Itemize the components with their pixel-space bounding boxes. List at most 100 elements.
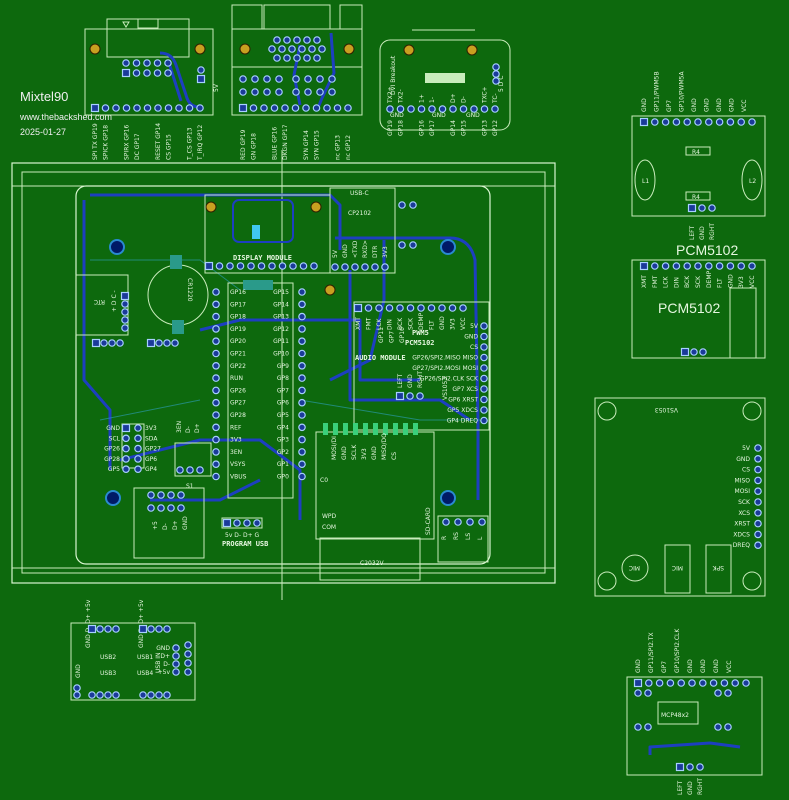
i2c-left-pad [122, 444, 130, 453]
pwm-out-label: GND [699, 226, 706, 240]
spi-connector-pad [132, 59, 141, 67]
screw-hole-icon [194, 43, 206, 55]
sd-contact [343, 423, 348, 435]
pcm-header-pad [639, 261, 649, 271]
dvi-header-pad [491, 105, 499, 113]
audio-pin-label: DIN [387, 319, 394, 330]
vga-resistor-pad [292, 88, 300, 96]
mcp-header-pad [655, 679, 664, 687]
i2c-right-pad [134, 424, 142, 432]
jack-pin-label: L [477, 536, 484, 540]
pcm-header-pad [748, 262, 756, 270]
vs-header-label: GND [464, 334, 478, 341]
i2c-right-label: SDA [145, 435, 158, 442]
pico-left-label: 3EN [230, 449, 242, 456]
inductor-l2: L2 [749, 178, 756, 185]
resistor-pad [398, 201, 406, 209]
pico-right-pin-pad [298, 349, 306, 358]
mcp-pad-pad [634, 723, 642, 731]
usb-in-pad-pad [172, 668, 180, 676]
usb-hub-module: USB2 USB1 USB3 USB4 USB IN GND D- D+ +5v… [70, 599, 196, 701]
sd-contact [333, 423, 338, 435]
cp2102-pin-label: 5V [332, 249, 339, 258]
mcp-header-pad [742, 679, 750, 687]
pcm-header-pad [737, 262, 746, 270]
pico-right-label: GP5 [277, 412, 289, 419]
dvi-top-pin: D+ [450, 93, 457, 103]
spi-pin-label: RESET GP14 [155, 123, 162, 160]
display-header-pad [236, 262, 245, 270]
vga-connector-pad [313, 54, 321, 62]
pcm5102-title: PCM5102 [676, 242, 738, 258]
sd-pin-label: MISO/DO [381, 433, 388, 460]
i2c-left-label: GP5 [108, 466, 120, 473]
sd-contact [323, 423, 328, 435]
vga-header-pad [260, 104, 268, 112]
mcp-pin-label: GP10/SPI2.CLK [674, 628, 681, 673]
dvi-top-pin: TX2+ [387, 86, 394, 104]
i2c-right-label: 3V3 [145, 425, 157, 432]
dvi-side-pad [492, 70, 500, 78]
prog-usb-pad-pad [233, 519, 241, 527]
usb-hub-pad-pad [184, 659, 192, 667]
vga-resistor-pad [239, 88, 247, 96]
mcp-header-pad [677, 679, 686, 687]
usb-a-pin-label: D- [162, 523, 169, 530]
pico-right-pin-pad [298, 435, 306, 444]
pcm-header-pad [650, 262, 659, 270]
sd-contact [413, 423, 418, 435]
display-header-pad [289, 262, 297, 270]
usb-in-pin-label: GND [156, 645, 170, 652]
mcp-pad-pad [724, 723, 732, 731]
dvi-bottom-label: GP19 [387, 120, 394, 136]
battery2-label: C2032V [360, 560, 384, 567]
pico-right-label: GP6 [277, 400, 289, 407]
mcp-chip-label: MCP48x2 [661, 712, 689, 719]
usb4-pad-pad [163, 691, 171, 699]
dvi-bottom-label: GP16 [419, 120, 426, 136]
dvi-header-pad [459, 105, 468, 113]
vs1053-pin-pad [754, 508, 762, 517]
i2c-left-label: GP26 [104, 446, 120, 453]
usb-in-pin-label: +5v [158, 669, 171, 676]
spi-pin-label: T_CS GP13 [187, 127, 194, 161]
vs1053-pin-label: CS [742, 467, 750, 474]
audio-sub-label: GP11 [378, 327, 385, 343]
audio-pin-label: XMT [355, 317, 362, 330]
dvi-header-pad [449, 105, 457, 113]
vga-connector-pad [293, 54, 301, 62]
spi-pin-label: SPI TX GP19 [92, 123, 99, 160]
audio-pin-label: LCK [376, 317, 383, 330]
mcp-out-label: LEFT [677, 781, 684, 795]
dvi-gnd-3: GND [466, 112, 480, 119]
mcp-pin-label: GP11/SPI2.TX [648, 632, 655, 673]
cp2102-header-pad [371, 263, 379, 271]
vga-resistor-pad [316, 75, 324, 83]
rtc-header-pad [121, 300, 129, 308]
pcm5102-module: PCM5102 PCM5102 [631, 242, 766, 359]
pico-right-label: GP10 [273, 351, 289, 358]
display-header-pad [215, 262, 224, 270]
sd-pin-label: GND [371, 446, 378, 460]
pwm-pin-label: VCC [741, 100, 748, 112]
out-header-pad [406, 392, 414, 400]
vs1053-pin-label: MOSI [735, 488, 751, 495]
dvi-header-pad [396, 105, 405, 113]
mcp-pin-label: VCC [726, 661, 733, 673]
pcm-pin-label: SCK [695, 275, 702, 288]
pcm5102-small-label: PCM5102 [405, 339, 435, 347]
display-header-pad [226, 262, 234, 270]
vs-header-label: GP6 XRST [448, 397, 478, 404]
header-pad [171, 339, 179, 347]
vs1053-pin-label: XRST [734, 521, 750, 528]
pcm-out-pad [699, 348, 707, 356]
pwm-pin-label: GP10/PWM5A [679, 71, 686, 112]
vga-header-pad [249, 104, 258, 112]
screw-hole-icon [403, 44, 415, 56]
dvi-top-pin: 1- [429, 97, 436, 103]
usb2-pad-pad [104, 625, 112, 633]
audio-header-pad [353, 303, 363, 313]
usb-a-pad-pad [147, 504, 155, 512]
vga-resistor-pad [251, 88, 259, 96]
